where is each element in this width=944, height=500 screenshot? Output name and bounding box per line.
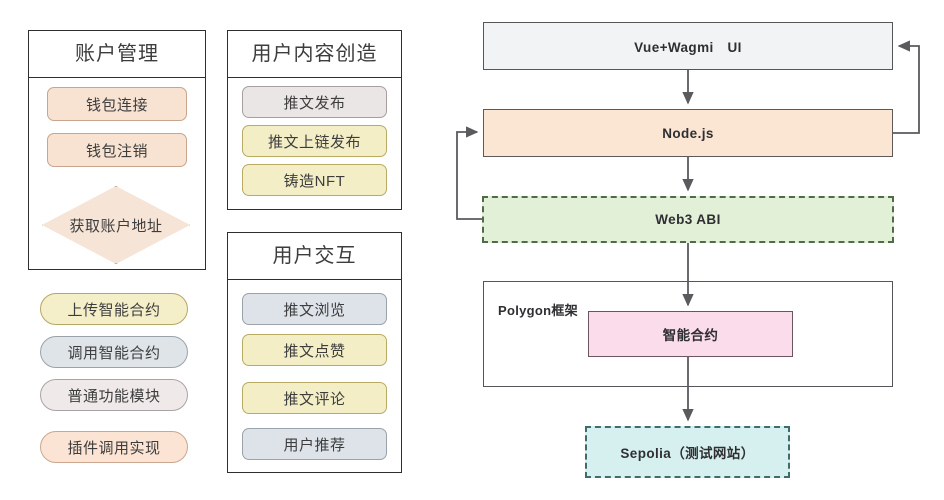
node-tweet-like[interactable]: 推文点赞 (242, 334, 387, 366)
pill-call-smart-contract[interactable]: 调用智能合约 (40, 336, 188, 368)
node-tweet-comment[interactable]: 推文评论 (242, 382, 387, 414)
node-mint-nft[interactable]: 铸造NFT (242, 164, 387, 196)
node-get-account-address[interactable]: 获取账户地址 (42, 186, 190, 264)
panel-title-user-interaction: 用户交互 (228, 233, 401, 280)
node-wallet-connect[interactable]: 钱包连接 (47, 87, 187, 121)
arch-web3-abi[interactable]: Web3 ABI (482, 196, 894, 243)
panel-title-account-management: 账户管理 (29, 31, 205, 78)
node-tweet-publish[interactable]: 推文发布 (242, 86, 387, 118)
pill-plugin-call-implementation[interactable]: 插件调用实现 (40, 431, 188, 463)
pill-normal-function-module[interactable]: 普通功能模块 (40, 379, 188, 411)
node-tweet-browse[interactable]: 推文浏览 (242, 293, 387, 325)
node-get-account-address-label: 获取账户地址 (69, 217, 163, 235)
pill-upload-smart-contract[interactable]: 上传智能合约 (40, 293, 188, 325)
arch-sepolia-network[interactable]: Sepolia（测试网站） (585, 426, 790, 478)
arch-polygon-framework-label: Polygon框架 (498, 303, 578, 318)
arch-frontend-ui[interactable]: Vue+Wagmi UI (483, 22, 893, 70)
arch-smart-contract[interactable]: 智能合约 (588, 311, 793, 357)
panel-title-user-content-creation: 用户内容创造 (228, 31, 401, 78)
node-user-recommendation[interactable]: 用户推荐 (242, 428, 387, 460)
arrow-node-to-ui-feedback (893, 40, 920, 134)
node-wallet-logout[interactable]: 钱包注销 (47, 133, 187, 167)
node-tweet-onchain-publish[interactable]: 推文上链发布 (242, 125, 387, 157)
arrow-abi-to-node-feedback (456, 126, 482, 220)
arch-backend-node[interactable]: Node.js (483, 109, 893, 157)
